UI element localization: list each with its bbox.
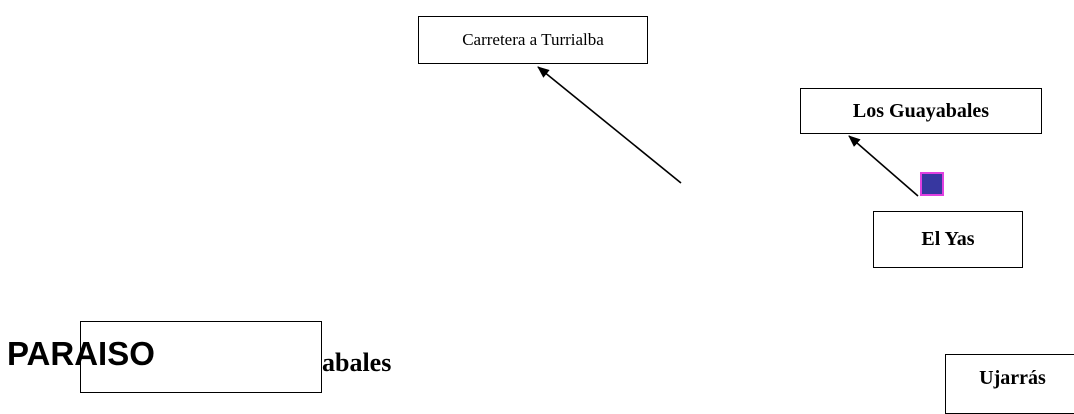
carretera-label-box: Carretera a Turrialba — [418, 16, 648, 64]
ujarras-label: Ujarrás — [979, 367, 1046, 389]
paraiso-overlay-box — [80, 321, 322, 393]
arrow-to-guayabales — [848, 135, 919, 197]
arrow-to-carretera — [537, 66, 682, 184]
carretera-label: Carretera a Turrialba — [462, 30, 604, 49]
el-yas-marker — [920, 172, 944, 196]
guayabales-label-box: Los Guayabales — [800, 88, 1042, 134]
partial-guayabales-label: abales — [322, 348, 392, 377]
el-yas-label-box: El Yas — [873, 211, 1023, 268]
el-yas-label: El Yas — [921, 228, 975, 250]
ujarras-label-box: Ujarrás — [945, 354, 1074, 414]
guayabales-label: Los Guayabales — [852, 99, 990, 122]
